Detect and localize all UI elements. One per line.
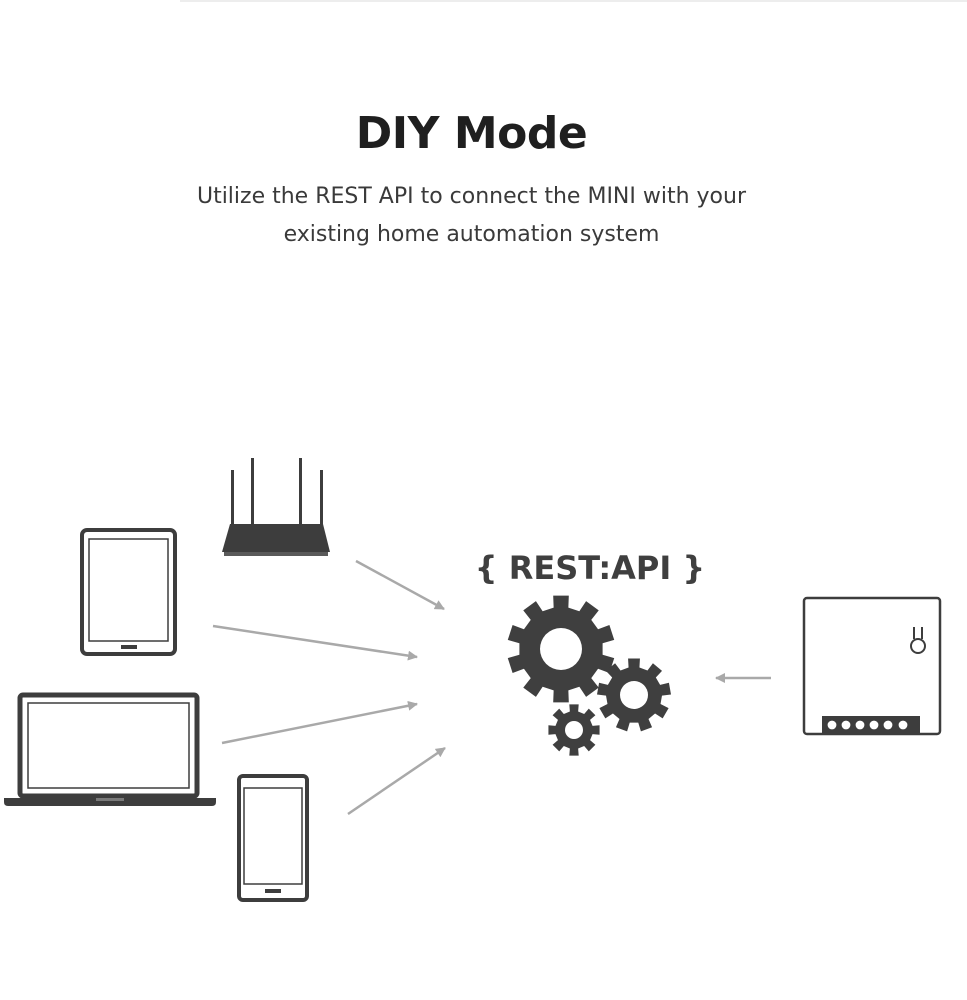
tablet-icon [80, 528, 177, 656]
antenna-symbol [910, 627, 926, 654]
gears-icon [507, 595, 671, 756]
mini-switch-icon [802, 596, 942, 736]
subtitle-line-2: existing home automation system [283, 222, 660, 247]
large-gear-hole [540, 628, 582, 670]
page-subtitle: Utilize the REST API to connect the MINI… [0, 178, 943, 254]
arrow-from-laptop [221, 700, 418, 745]
medium-gear-hole [620, 681, 648, 709]
top-divider [180, 0, 967, 2]
page-title: DIY Mode [355, 108, 588, 159]
terminal-screws [826, 719, 909, 731]
subtitle-line-1: Utilize the REST API to connect the MINI… [196, 184, 747, 209]
rest-api-label: { REST:API } [475, 549, 705, 587]
router-icon [222, 458, 330, 556]
arrow-from-smartphone [347, 746, 446, 816]
small-gear-hole [565, 721, 583, 739]
arrow-from-router [355, 559, 445, 611]
source-arrows [212, 559, 446, 816]
laptop-icon [4, 692, 216, 806]
arrow-from-tablet [212, 624, 418, 661]
smartphone-icon [237, 774, 309, 902]
